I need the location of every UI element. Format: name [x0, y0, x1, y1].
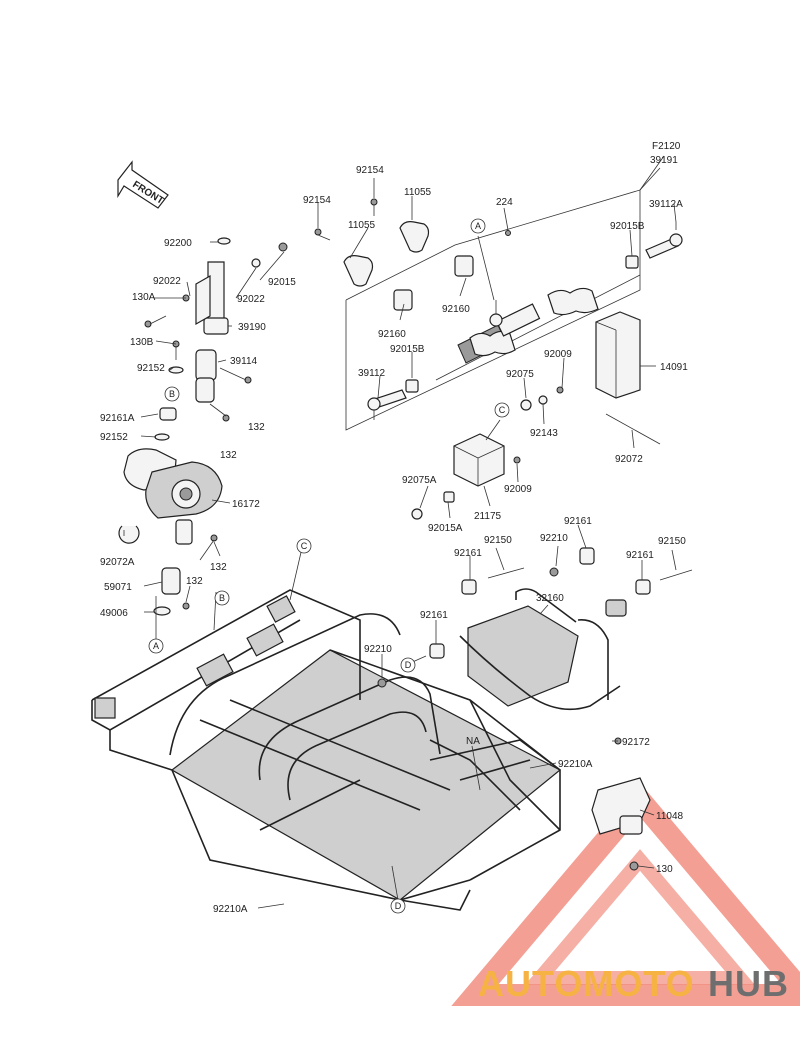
part-label: 92172	[622, 737, 650, 748]
part-label: 49006	[100, 608, 128, 619]
part-label: 59071	[104, 582, 132, 593]
universal-joint-39114	[195, 349, 252, 422]
tie-rod-end-right	[645, 222, 683, 259]
part-labels: F2120 39191 92154 92154 11055 11055 224 …	[100, 141, 688, 915]
part-label: 130B	[130, 337, 154, 348]
part-label: 11055	[348, 220, 376, 231]
part-label: 92072A	[100, 557, 135, 568]
part-label: 92022	[237, 294, 265, 305]
part-label: 11048	[656, 811, 684, 822]
callout-d-guard: D	[400, 657, 416, 673]
part-label: 39190	[238, 322, 266, 333]
part-label: 92154	[303, 195, 331, 206]
rack-clamp-right	[399, 221, 474, 277]
part-label: 92143	[530, 428, 558, 439]
watermark-text-auto: AUTOMOTO	[478, 963, 695, 1004]
part-label: 132	[220, 450, 237, 461]
part-label: 92009	[544, 349, 572, 360]
part-label: 92200	[164, 238, 192, 249]
lower-joint-59071	[118, 525, 218, 616]
callout-a-bottom: A	[148, 638, 164, 654]
part-label: 92015A	[428, 523, 463, 534]
label-assembly-code: 39191	[650, 155, 678, 166]
part-label: 92210	[364, 644, 392, 655]
power-steering-unit-16172	[123, 448, 223, 545]
part-label: 92022	[153, 276, 181, 287]
part-label: 92210	[540, 533, 568, 544]
cover-box-14091	[595, 311, 641, 399]
bracket-21175	[411, 433, 521, 520]
part-label: 21175	[474, 511, 502, 522]
guard-32160	[459, 588, 627, 711]
svg-text:A: A	[475, 221, 481, 231]
label-sheet-code: F2120	[652, 141, 681, 152]
part-label: 92075A	[402, 475, 437, 486]
svg-text:D: D	[405, 660, 412, 670]
part-label: 92152	[100, 432, 128, 443]
part-label: 130A	[132, 292, 156, 303]
svg-text:D: D	[395, 901, 402, 911]
svg-text:C: C	[499, 405, 506, 415]
part-label: 92015B	[390, 344, 425, 355]
part-label: 92150	[484, 535, 512, 546]
part-label: 92210A	[213, 904, 248, 915]
svg-text:C: C	[301, 541, 308, 551]
steering-rack	[435, 274, 641, 381]
part-label: 92160	[378, 329, 406, 340]
watermark-logo: AUTOMOTO HUB	[451, 782, 800, 1006]
part-label: 92152	[137, 363, 165, 374]
part-label: 92161	[626, 550, 654, 561]
part-label: 92161A	[100, 413, 135, 424]
part-label: 92015	[268, 277, 296, 288]
part-label: 92075	[506, 369, 534, 380]
part-label: 92161	[564, 516, 592, 527]
svg-text:B: B	[169, 389, 175, 399]
part-label: 11055	[404, 187, 432, 198]
part-label: 92150	[658, 536, 686, 547]
callout-d-frame: D	[390, 898, 406, 914]
svg-text:A: A	[153, 641, 159, 651]
bracket-11048	[591, 737, 651, 871]
part-label: 132	[248, 422, 265, 433]
part-label: NA	[466, 736, 480, 747]
callout-b-column: B	[164, 386, 180, 402]
steering-rack-box	[345, 167, 661, 431]
part-label: 92015B	[610, 221, 645, 232]
part-label: 92210A	[558, 759, 593, 770]
part-label: 92160	[442, 304, 470, 315]
vehicle-frame	[91, 589, 562, 911]
front-arrow-icon: FRONT	[117, 160, 169, 209]
part-label: 130	[656, 864, 673, 875]
part-label: 39114	[230, 356, 258, 367]
svg-text:B: B	[219, 593, 225, 603]
part-label: 92161	[454, 548, 482, 559]
part-label: 224	[496, 197, 513, 208]
part-label: 39112A	[649, 199, 683, 210]
part-label: 92072	[615, 454, 643, 465]
part-label: 92161	[420, 610, 448, 621]
leader-lines	[123, 155, 677, 909]
rack-clamp-left	[343, 255, 413, 311]
callout-c-rack: C	[494, 402, 510, 418]
steering-column	[144, 237, 288, 360]
part-label: 132	[186, 576, 203, 587]
strap-92072	[605, 413, 661, 445]
callout-b-frame: B	[214, 590, 230, 606]
part-label: 14091	[660, 362, 688, 373]
part-label: 39112	[358, 368, 386, 379]
part-label: 92154	[356, 165, 384, 176]
part-label: 32160	[536, 593, 564, 604]
tie-rod-end-left	[367, 389, 407, 420]
part-label: 132	[210, 562, 227, 573]
rack-bolts	[314, 198, 639, 393]
watermark-text-hub: HUB	[708, 963, 789, 1004]
part-label: 92009	[504, 484, 532, 495]
callout-c-frame: C	[296, 538, 312, 554]
guard-bushings	[377, 547, 693, 688]
washers-small	[520, 386, 564, 411]
washers-92152	[154, 366, 184, 441]
part-label: 16172	[232, 499, 260, 510]
callout-a-top: A	[470, 218, 486, 234]
